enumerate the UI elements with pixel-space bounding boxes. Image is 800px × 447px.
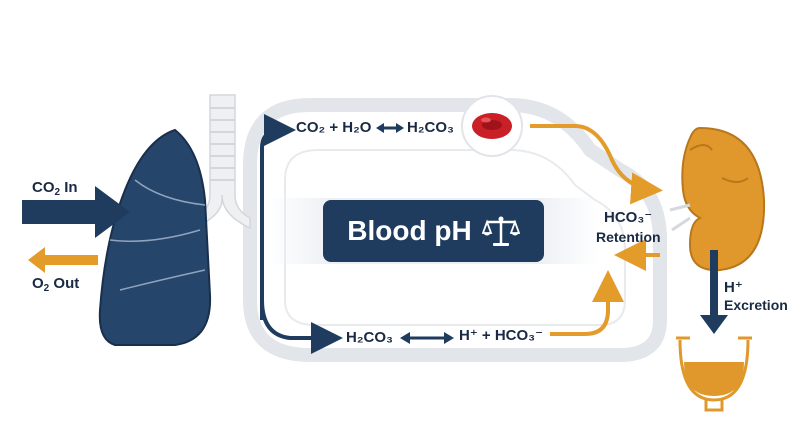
bicarbonate-ion-label: HCO₃⁻ <box>604 209 653 226</box>
top-equilibrium-arrow <box>376 123 404 133</box>
lung-icon <box>98 128 212 346</box>
left-downflow-arrow <box>260 299 343 354</box>
circulation-loop-outer <box>243 98 667 362</box>
co2-in-arrow <box>22 186 130 238</box>
o2-out-arrow <box>28 247 98 273</box>
blood-ph-title: Blood pH <box>347 215 472 246</box>
bottom-reaction-products: H⁺ + HCO₃⁻ <box>459 327 544 344</box>
excretion-arrow <box>700 250 728 334</box>
to-kidney-arrow <box>530 124 663 205</box>
top-reaction-reactants: CO₂ + H₂O <box>296 119 372 136</box>
retention-label: Retention <box>596 229 661 245</box>
excretion-label: Excretion <box>724 297 788 313</box>
red-blood-cell-icon <box>461 95 523 157</box>
o2-out-label: O2 Out <box>32 275 80 294</box>
bottom-equilibrium-arrow <box>400 332 454 344</box>
balance-scale-icon <box>481 216 520 246</box>
left-upflow-arrow <box>260 114 296 320</box>
hydrogen-ion-label: H⁺ <box>724 279 743 296</box>
co2-in-label: CO2 In <box>32 179 78 198</box>
bladder-icon <box>676 336 752 412</box>
blood-ph-panel: Blood pH <box>323 200 544 262</box>
kidney-icon <box>669 126 766 272</box>
bottom-reaction-reactant: H₂CO₃ <box>346 329 393 346</box>
bottom-upflow-arrow <box>550 270 624 336</box>
top-reaction-product: H₂CO₃ <box>407 119 454 136</box>
